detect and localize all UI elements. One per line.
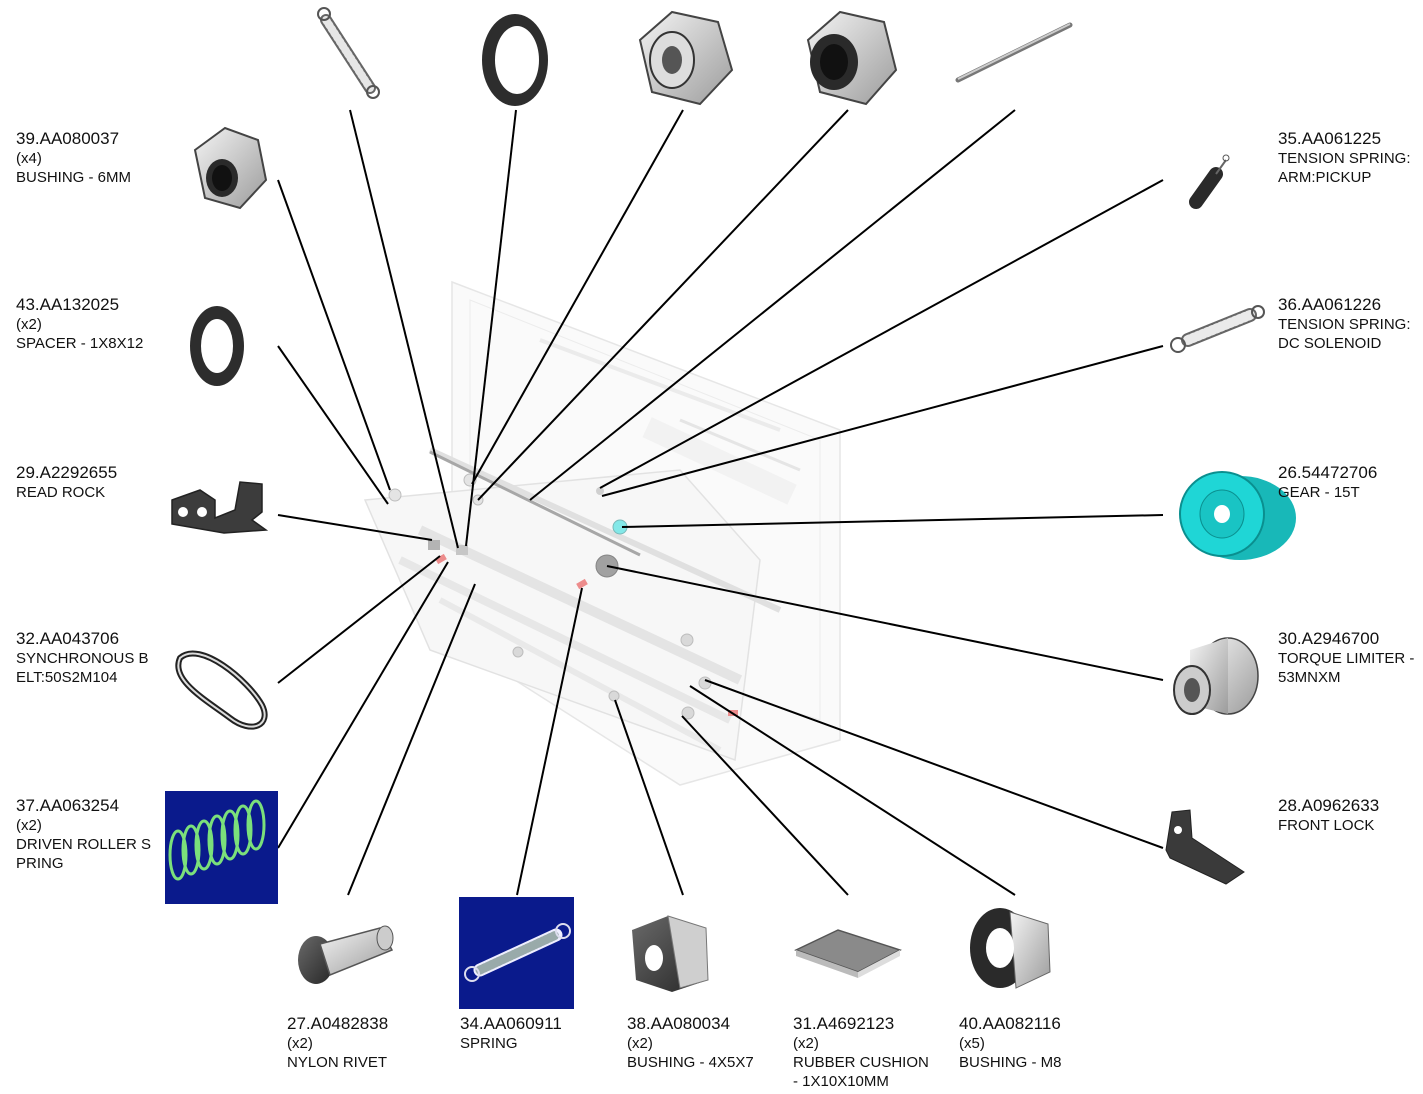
- label-part-27: 27.A0482838 (x2) NYLON RIVET: [287, 1013, 388, 1072]
- part-number: 26.54472706: [1278, 463, 1378, 482]
- coil-spring-icon: [165, 791, 278, 904]
- top-spacer-ring-icon: [482, 14, 548, 106]
- part-number: 32.AA043706: [16, 629, 120, 648]
- hex-bushing-icon: [193, 126, 268, 210]
- part-number: 38.AA080034: [627, 1014, 731, 1033]
- part-description-2: DC SOLENOID: [1278, 335, 1382, 352]
- part-description: SYNCHRONOUS B: [16, 650, 149, 667]
- part-quantity: (x2): [16, 817, 42, 834]
- rivet-icon: [298, 925, 394, 984]
- part-number: 28.A0962633: [1278, 796, 1380, 815]
- part-description: TENSION SPRING:: [1278, 150, 1411, 167]
- part-number: 34.AA060911: [460, 1014, 562, 1033]
- label-part-39: 39.AA080037 (x4) BUSHING - 6MM: [16, 128, 131, 187]
- leader-lines: [277, 109, 1164, 896]
- part-description: DRIVEN ROLLER S: [16, 836, 152, 853]
- label-part-28: 28.A0962633 FRONT LOCK: [1278, 795, 1379, 835]
- part-number: 39.AA080037: [16, 129, 120, 148]
- part-description: READ ROCK: [16, 484, 106, 501]
- part-description: SPACER - 1X8X12: [16, 335, 144, 352]
- part-description: FRONT LOCK: [1278, 817, 1375, 834]
- part-quantity: (x4): [16, 150, 42, 167]
- label-part-38: 38.AA080034 (x2) BUSHING - 4X5X7: [627, 1013, 754, 1072]
- spacer-ring-icon: [190, 306, 244, 386]
- main-assembly: [363, 280, 841, 786]
- label-part-37: 37.AA063254 (x2) DRIVEN ROLLER S PRING: [16, 795, 151, 873]
- gear-icon: [1179, 471, 1296, 560]
- part-number: 35.AA061225: [1278, 129, 1382, 148]
- lock-bracket-icon: [1165, 809, 1245, 885]
- part-number: 27.A0482838: [287, 1014, 389, 1033]
- torque-limiter-icon: [1173, 637, 1259, 715]
- part-description: SPRING: [460, 1035, 518, 1052]
- belt-icon: [175, 650, 268, 730]
- part-number: 36.AA061226: [1278, 295, 1382, 314]
- part-description-2: PRING: [16, 855, 64, 872]
- extension-spring-photo-icon: [459, 897, 574, 1009]
- part-description: BUSHING - 4X5X7: [627, 1054, 754, 1071]
- flanged-bushing-icon: [970, 908, 1051, 989]
- label-part-32: 32.AA043706 SYNCHRONOUS B ELT:50S2M104: [16, 628, 149, 687]
- top-extension-spring-icon: [317, 7, 380, 99]
- tension-spring-icon: [1189, 154, 1230, 209]
- part-description-2: ARM:PICKUP: [1278, 169, 1372, 186]
- part-number: 37.AA063254: [16, 796, 120, 815]
- part-description-2: - 1X10X10MM: [793, 1073, 889, 1090]
- part-description: TENSION SPRING:: [1278, 316, 1411, 333]
- label-part-26: 26.54472706 GEAR - 15T: [1278, 462, 1377, 502]
- label-part-31: 31.A4692123 (x2) RUBBER CUSHION - 1X10X1…: [793, 1013, 929, 1091]
- label-part-29: 29.A2292655 READ ROCK: [16, 462, 117, 502]
- label-part-35: 35.AA061225 TENSION SPRING: ARM:PICKUP: [1278, 128, 1411, 187]
- part-description: NYLON RIVET: [287, 1054, 388, 1071]
- shaft-pin-icon: [955, 22, 1073, 83]
- part-number: 43.AA132025: [16, 295, 120, 314]
- part-description: RUBBER CUSHION: [793, 1054, 929, 1071]
- part-number: 40.AA082116: [959, 1014, 1061, 1033]
- top-hex-bushing-icon: [806, 10, 898, 106]
- label-part-43: 43.AA132025 (x2) SPACER - 1X8X12: [16, 294, 143, 353]
- cushion-pad-icon: [794, 929, 902, 978]
- part-quantity: (x2): [16, 316, 42, 333]
- label-part-30: 30.A2946700 TORQUE LIMITER - 53MNXM: [1278, 628, 1414, 687]
- label-part-36: 36.AA061226 TENSION SPRING: DC SOLENOID: [1278, 294, 1411, 353]
- part-number: 29.A2292655: [16, 463, 118, 482]
- part-quantity: (x2): [793, 1035, 819, 1052]
- part-description-2: 53MNXM: [1278, 669, 1341, 686]
- part-number: 30.A2946700: [1278, 629, 1380, 648]
- top-gear-bushing-icon: [638, 10, 734, 106]
- part-quantity: (x2): [627, 1035, 653, 1052]
- part-description: BUSHING - 6MM: [16, 169, 132, 186]
- label-part-34: 34.AA060911 SPRING: [460, 1013, 562, 1053]
- bracket-icon: [171, 481, 269, 534]
- part-number: 31.A4692123: [793, 1014, 895, 1033]
- part-quantity: (x2): [287, 1035, 313, 1052]
- part-description: TORQUE LIMITER -: [1278, 650, 1415, 667]
- tension-spring-icon-2: [1170, 305, 1265, 353]
- part-description-2: ELT:50S2M104: [16, 669, 118, 686]
- label-part-40: 40.AA082116 (x5) BUSHING - M8: [959, 1013, 1062, 1072]
- part-description: BUSHING - M8: [959, 1054, 1062, 1071]
- part-description: GEAR - 15T: [1278, 484, 1360, 501]
- bushing-icon: [632, 915, 709, 992]
- part-quantity: (x5): [959, 1035, 985, 1052]
